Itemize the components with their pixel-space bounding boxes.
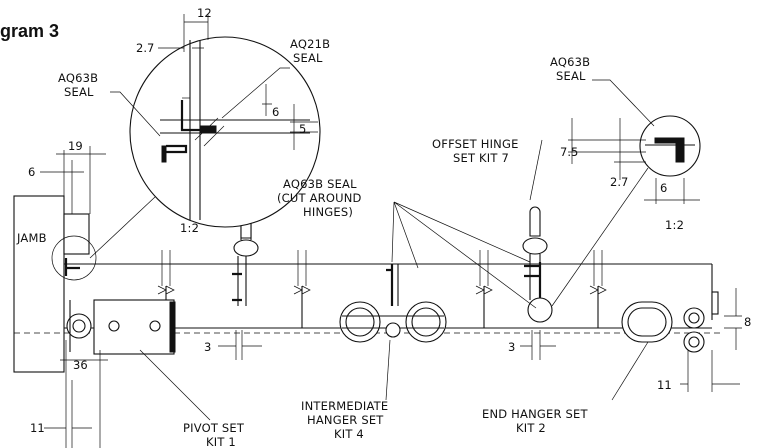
label-aq21b-2: SEAL (293, 51, 323, 65)
label-end-hanger-1: END HANGER SET (482, 407, 588, 421)
detail-circle-right: 1:2 (551, 115, 701, 307)
label-pivot-2: KIT 1 (206, 435, 236, 448)
dim-5: 5 (299, 122, 306, 136)
label-aq63b-cut-3: HINGES) (303, 205, 353, 219)
leader-lines (110, 67, 655, 421)
label-aq63b-cut-1: AQ63B SEAL (283, 177, 357, 191)
hinge-right (522, 206, 553, 323)
label-aq63b-right-1: AQ63B (550, 55, 590, 69)
label-offset-hinge-2: SET KIT 7 (453, 151, 509, 165)
hinge-left (232, 212, 259, 306)
end-hanger (621, 301, 705, 353)
dim-11-left: 11 (30, 421, 45, 435)
label-pivot-1: PIVOT SET (183, 421, 245, 435)
label-aq21b-1: AQ21B (290, 37, 330, 51)
label-intermediate-2: HANGER SET (307, 413, 384, 427)
dim-12: 12 (197, 6, 212, 20)
label-intermediate-3: KIT 4 (334, 427, 364, 441)
label-aq63b-left-1: AQ63B (58, 71, 98, 85)
dim-2-7-right: 2.7 (610, 175, 628, 189)
dim-11-right: 11 (657, 378, 672, 392)
jamb: JAMB (13, 195, 90, 373)
intermediate-hanger (339, 301, 447, 343)
dim-19: 19 (68, 139, 83, 153)
callout-labels: AQ21B SEAL AQ63B SEAL AQ63B SEAL AQ63B S… (58, 37, 590, 448)
dim-6-detail-left: 6 (272, 105, 279, 119)
dim-8: 8 (744, 315, 751, 329)
dim-3-left: 3 (204, 340, 211, 354)
dimension-lines: 12 2.7 6 5 19 6 36 11 3 3 7.5 2.7 (28, 6, 751, 448)
label-aq63b-right-2: SEAL (556, 69, 586, 83)
dim-6-detail-right: 6 (660, 181, 667, 195)
detail-circle-left: 1:2 (51, 36, 321, 281)
scale-left: 1:2 (180, 221, 199, 235)
label-intermediate-1: INTERMEDIATE (301, 399, 388, 413)
dim-6-jamb: 6 (28, 165, 35, 179)
label-aq63b-cut-2: (CUT AROUND (277, 191, 362, 205)
dim-2-7-left: 2.7 (136, 41, 154, 55)
diagram-title: gram 3 (0, 21, 59, 41)
dim-7-5: 7.5 (560, 145, 578, 159)
dim-36: 36 (73, 358, 88, 372)
jamb-label: JAMB (16, 231, 47, 245)
label-offset-hinge-1: OFFSET HINGE (432, 137, 519, 151)
pivot-set (66, 299, 176, 355)
label-aq63b-left-2: SEAL (64, 85, 94, 99)
panel-break-marks (157, 250, 607, 295)
scale-right: 1:2 (665, 218, 684, 232)
intermediate-seal (386, 264, 399, 306)
label-end-hanger-2: KIT 2 (516, 421, 546, 435)
dim-3-mid: 3 (508, 340, 515, 354)
